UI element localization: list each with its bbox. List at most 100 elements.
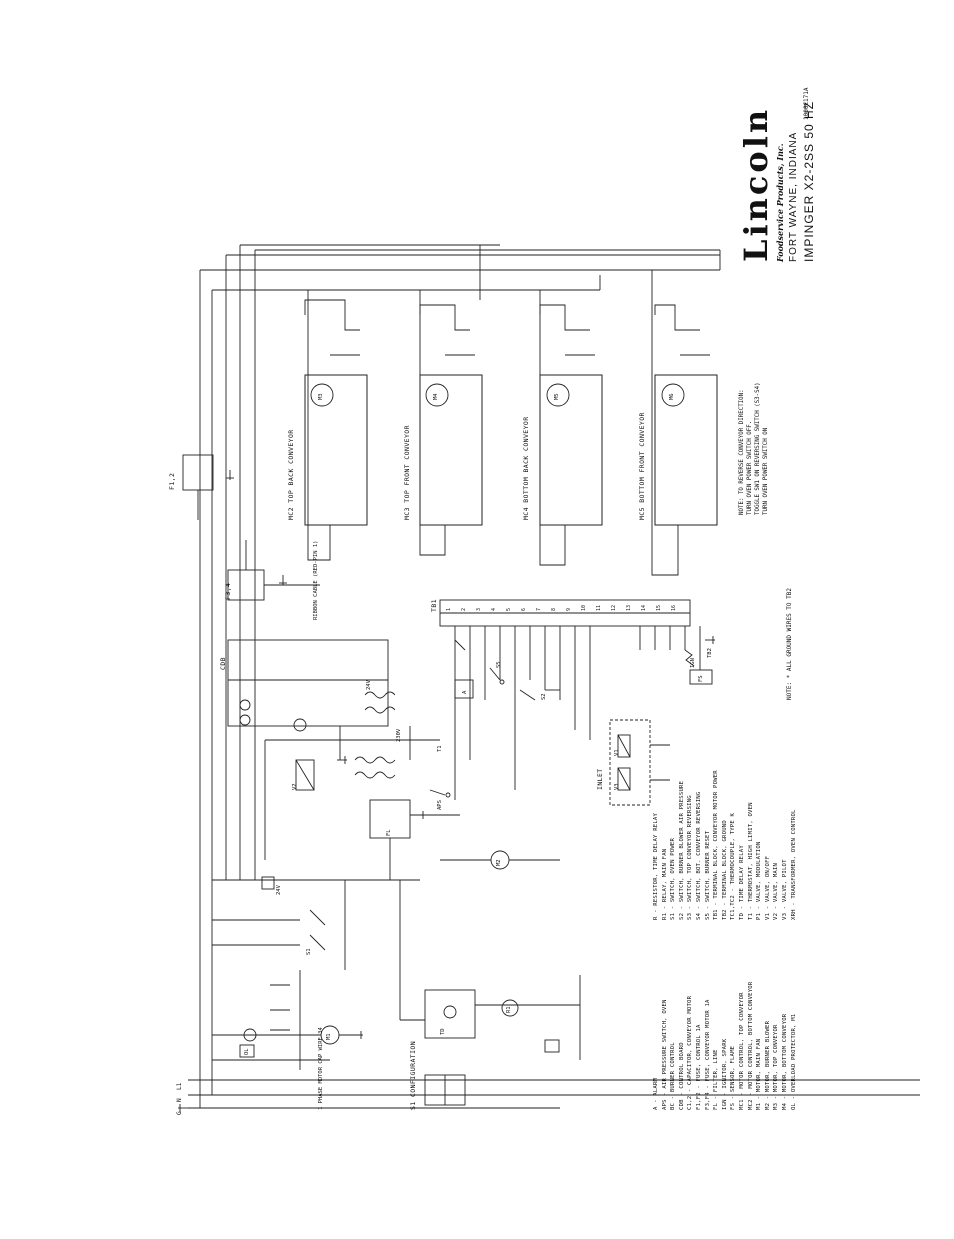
bc-terminal-11: 11 bbox=[596, 604, 602, 611]
legend-left: A - ALARM APS - AIR PRESSURE SWITCH, OVE… bbox=[652, 982, 798, 1110]
bc-terminal-7: 7 bbox=[536, 607, 542, 611]
legend-entry: OL - OVERLOAD PROTECTOR, M1 bbox=[790, 1013, 797, 1110]
ground-symbols bbox=[178, 470, 715, 1112]
blower-motor bbox=[440, 850, 560, 870]
transformer-area bbox=[264, 691, 440, 860]
legend-entry: S2 - SWITCH, BURNER BLOWER AIR PRESSURE bbox=[678, 780, 685, 920]
component-m1: M1 bbox=[326, 1033, 332, 1040]
legend-entry: M4 - MOTOR, BOTTOM CONVEYOR bbox=[781, 1013, 788, 1110]
s1-switch-area bbox=[212, 876, 420, 970]
motor-cap-note: 1 PHASE MOTOR CAP WIRE 34 bbox=[318, 1027, 324, 1110]
fuse-blocks bbox=[182, 454, 320, 601]
title-block: Lincoln Foodservice Products, Inc. FORT … bbox=[737, 101, 817, 262]
legend-entry: S3 - SWITCH, TOP CONVEYOR REVERSING bbox=[687, 795, 694, 920]
legend-entry: P1 - VALVE, MODULATION bbox=[756, 841, 763, 921]
legend-entry: FL - FILTER, LINE bbox=[713, 1049, 720, 1110]
bc-terminal-4: 4 bbox=[491, 607, 497, 611]
legend-entry: F3,F4 - FUSE, CONVEYOR MOTOR 1A bbox=[704, 999, 711, 1110]
legend-entry: V2 - VALVE, MAIN bbox=[773, 862, 780, 920]
inlet-label: INLET bbox=[596, 768, 604, 790]
bc-terminal-2: 2 bbox=[461, 607, 467, 611]
company-name: Foodservice Products, Inc. bbox=[775, 143, 785, 262]
legend-entry: TC1,TC2 - THERMOCOUPLE, TYPE K bbox=[730, 812, 737, 920]
legend-entry: BC - BURNER CONTROL bbox=[670, 1042, 677, 1110]
component-v1: V1 bbox=[614, 749, 620, 756]
burner-control-strip bbox=[439, 599, 691, 800]
component-r1: R1 bbox=[506, 1006, 512, 1013]
ribbon-cable-label: RIBBON CABLE (RED-PIN 1) bbox=[313, 540, 319, 620]
inlet-valves bbox=[609, 719, 670, 806]
component-v3: V3 bbox=[614, 783, 620, 790]
bc-terminal-6: 6 bbox=[521, 607, 527, 611]
component-230v: 230V bbox=[396, 728, 402, 742]
legend-entry: R - RESISTOR, TIME DELAY RELAY bbox=[653, 812, 659, 920]
ground-note: NOTE: * ALL GROUND WIRES TO TB2 bbox=[786, 588, 793, 700]
bc-terminal-15: 15 bbox=[656, 604, 662, 611]
input-g: G bbox=[176, 1111, 183, 1115]
legend-entry: V3 - VALVE, PILOT bbox=[781, 859, 788, 920]
component-s2: S2 bbox=[541, 693, 547, 700]
switches bbox=[429, 639, 560, 798]
company-city: FORT WAYNE, INDIANA bbox=[788, 131, 799, 262]
legend-entry: FS - SENSOR, FLAME bbox=[730, 1045, 737, 1110]
bc-terminal-5: 5 bbox=[506, 607, 512, 611]
legend-entry: M3 - MOTOR, TOP CONVEYOR bbox=[773, 1024, 780, 1110]
component-s5: S5 bbox=[496, 661, 502, 668]
legend-entry: M2 - MOTOR, BURNER BLOWER bbox=[764, 1020, 771, 1110]
brand-logo: Lincoln bbox=[737, 106, 775, 262]
legend-entry: TB1 - TERMINAL BLOCK, CONVEYOR MOTOR POW… bbox=[713, 770, 720, 920]
component-ign: IGN bbox=[690, 658, 696, 668]
legend-entry: C1,2 - CAPACITOR, CONVEYOR MOTOR bbox=[687, 995, 694, 1110]
legend-entry: R1 - RELAY, MAIN FAN bbox=[661, 848, 668, 920]
component-tb2: TB2 bbox=[707, 648, 713, 658]
legend-entry: MC2 - MOTOR CONTROL, BOTTOM CONVEYOR bbox=[747, 981, 754, 1110]
motor-m4-label: M4 bbox=[433, 393, 439, 400]
bc-terminal-8: 8 bbox=[551, 607, 557, 611]
block-bottom-front-conveyor: MC5 BOTTOM FRONT CONVEYOR bbox=[638, 412, 646, 520]
block-top-back-conveyor: MC2 TOP BACK CONVEYOR bbox=[287, 429, 295, 520]
motor-m3-label: M3 bbox=[318, 393, 324, 400]
bc-terminal-10: 10 bbox=[581, 604, 587, 611]
component-s1: S1 bbox=[306, 948, 312, 955]
fuse-f12-label: F1,2 bbox=[168, 472, 176, 490]
note-line: NOTE: TO REVERSE CONVEYOR DIRECTION: bbox=[739, 389, 745, 515]
supply-rails bbox=[188, 244, 920, 1109]
legend-entry: S4 - SWITCH, BOT. CONVEYOR REVERSING bbox=[695, 791, 702, 920]
motor-m6-label: M6 bbox=[669, 393, 675, 400]
m1-motor-area bbox=[212, 970, 360, 1070]
legend-entry: TB2 - TERMINAL BLOCK, GROUND bbox=[721, 820, 728, 920]
note-line: TOGGLE SW1 ON REVERSING SWITCH (S3-S4) bbox=[755, 382, 761, 515]
block-bottom-back-conveyor: MC4 BOTTOM BACK CONVEYOR bbox=[522, 416, 530, 520]
cdb-label: CDB bbox=[219, 657, 227, 670]
bc-terminal-16: 16 bbox=[671, 604, 677, 611]
input-l1: L1 bbox=[176, 1082, 183, 1090]
component-td: TD bbox=[440, 1028, 446, 1035]
component-a: A bbox=[462, 690, 468, 694]
bc-terminal-14: 14 bbox=[641, 604, 647, 611]
note-line: TURN OVEN POWER SWITCH ON bbox=[763, 427, 769, 515]
control-board bbox=[227, 639, 389, 732]
conveyor-blocks bbox=[304, 270, 718, 576]
flame-ignitor bbox=[684, 626, 713, 685]
component-t1: T1 bbox=[437, 745, 443, 752]
component-aps: APS bbox=[437, 800, 443, 810]
legend-entry: XRH - TRANSFORMER, OVEN CONTROL bbox=[790, 809, 797, 920]
input-n: N bbox=[176, 1098, 183, 1102]
main-fan-area bbox=[399, 880, 581, 1060]
legend-entry: M1 - MOTOR, MAIN FAN bbox=[756, 1038, 763, 1110]
bc-terminal-13: 13 bbox=[626, 604, 632, 611]
legend-entry: TD - TIME DELAY RELAY bbox=[738, 845, 745, 920]
component-ol: OL bbox=[244, 1048, 250, 1055]
legend-entry: T1 - THERMOSTAT, HIGH LIMIT, OVEN bbox=[747, 802, 754, 920]
legend-entry: V1 - VALVE, ON/OFF bbox=[764, 855, 771, 920]
tb1-label: TB1 bbox=[430, 599, 438, 612]
legend-right: R - RESISTOR, TIME DELAY RELAY R1 - RELA… bbox=[652, 770, 798, 920]
bc-terminal-9: 9 bbox=[566, 607, 572, 611]
valve-filter-area bbox=[295, 759, 460, 880]
component-v2: V2 bbox=[292, 783, 298, 790]
fuse-f34-label: F3,4 bbox=[224, 582, 232, 600]
bc-terminal-3: 3 bbox=[476, 607, 482, 611]
bc-terminal-12: 12 bbox=[611, 604, 617, 611]
